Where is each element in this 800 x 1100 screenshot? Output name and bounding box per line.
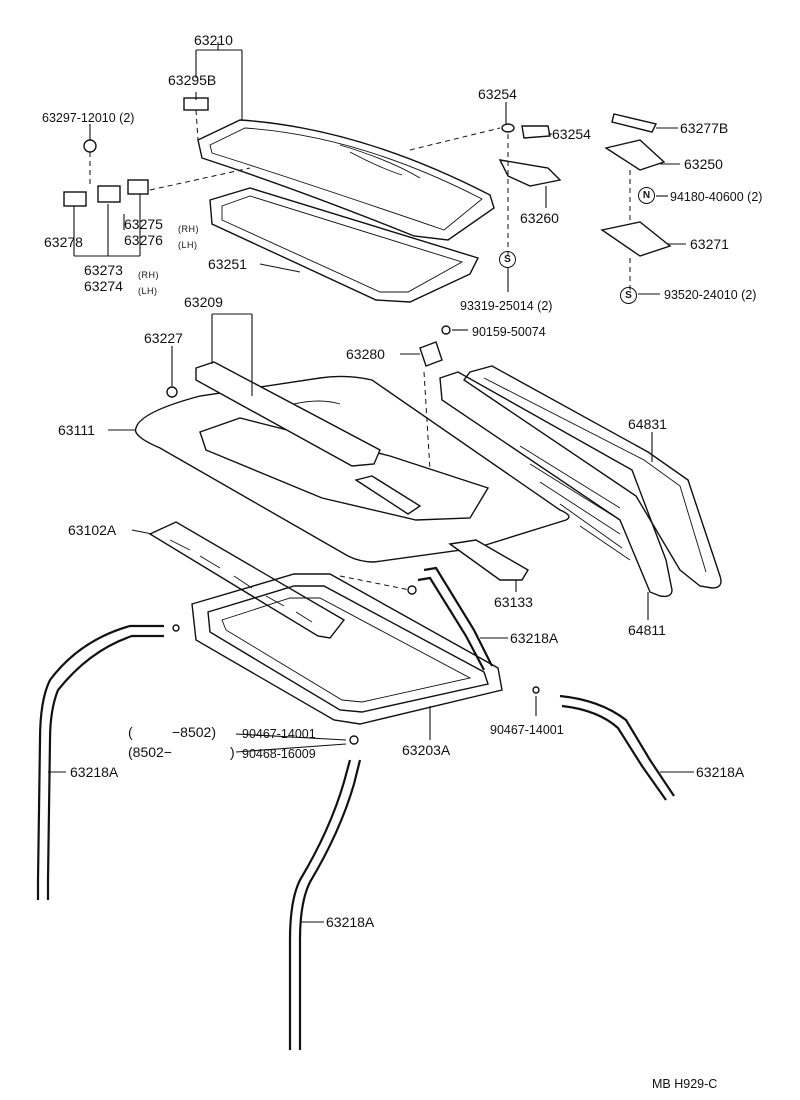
range-1-part: 90467-14001 bbox=[242, 727, 316, 741]
small-parts-left bbox=[63, 97, 209, 207]
front-bracket bbox=[148, 521, 346, 639]
label-63275-side: (RH) bbox=[178, 224, 199, 234]
label-63203a: 63203A bbox=[402, 742, 451, 758]
drain-tubes bbox=[36, 566, 675, 1050]
upper-leader-lines bbox=[89, 109, 631, 290]
label-63210: 63210 bbox=[194, 32, 233, 48]
label-63254-right: 63254 bbox=[552, 126, 591, 142]
sunroof-frame-seal bbox=[209, 187, 479, 303]
label-63260: 63260 bbox=[520, 210, 559, 226]
label-63209: 63209 bbox=[184, 294, 223, 310]
label-63273: 63273 bbox=[84, 262, 123, 278]
range-1-open: ( bbox=[128, 724, 133, 740]
range-2-open: (8502− bbox=[128, 744, 172, 760]
label-63276-side: (LH) bbox=[178, 240, 198, 250]
callout-leaders bbox=[48, 42, 694, 923]
label-93319: 93319-25014 (2) bbox=[460, 299, 553, 313]
symbol-s-2: S bbox=[620, 287, 637, 304]
label-63254-top: 63254 bbox=[478, 86, 517, 102]
label-63277b: 63277B bbox=[680, 120, 729, 136]
label-63218a-left: 63218A bbox=[70, 764, 119, 780]
diagram-code: MB H929-C bbox=[652, 1077, 718, 1091]
label-63274: 63274 bbox=[84, 278, 123, 294]
rear-glass-frame bbox=[439, 371, 673, 598]
label-63274-side: (LH) bbox=[138, 286, 158, 296]
label-90159: 90159-50074 bbox=[472, 325, 546, 339]
symbol-n: N bbox=[638, 187, 655, 204]
rear-glass bbox=[462, 365, 722, 589]
hinge-parts-right bbox=[498, 113, 672, 257]
label-63133: 63133 bbox=[494, 594, 533, 610]
label-63250: 63250 bbox=[684, 156, 723, 172]
label-63218a-right: 63218A bbox=[696, 764, 745, 780]
label-64811: 64811 bbox=[628, 622, 666, 638]
label-90467-right: 90467-14001 bbox=[490, 723, 564, 737]
label-63278: 63278 bbox=[44, 234, 83, 250]
symbol-s-1: S bbox=[499, 251, 516, 268]
label-63271: 63271 bbox=[690, 236, 729, 252]
label-63280: 63280 bbox=[346, 346, 385, 362]
label-63275: 63275 bbox=[124, 216, 163, 232]
label-63227: 63227 bbox=[144, 330, 183, 346]
lower-frame bbox=[191, 573, 503, 725]
label-63111: 63111 bbox=[58, 422, 95, 438]
label-63273-side: (RH) bbox=[138, 270, 159, 280]
rear-bracket bbox=[448, 539, 529, 581]
range-2-part: 90468-16009 bbox=[242, 747, 316, 761]
label-64831: 64831 bbox=[628, 416, 667, 432]
label-94180: 94180-40600 (2) bbox=[670, 190, 763, 204]
label-63276: 63276 bbox=[124, 232, 163, 248]
range-2-close: ) bbox=[230, 744, 235, 760]
roof-panel bbox=[134, 375, 570, 563]
sunroof-glass-panel bbox=[197, 119, 495, 241]
label-63218a-bottom: 63218A bbox=[326, 914, 375, 930]
label-63102a: 63102A bbox=[68, 522, 117, 538]
label-63295b: 63295B bbox=[168, 72, 217, 88]
label-93520: 93520-24010 (2) bbox=[664, 288, 757, 302]
label-63218a-center: 63218A bbox=[510, 630, 559, 646]
label-63297: 63297-12010 (2) bbox=[42, 111, 135, 125]
label-63251: 63251 bbox=[208, 256, 247, 272]
range-1-value: −8502) bbox=[172, 724, 216, 740]
header-bracket bbox=[195, 361, 422, 515]
fasteners bbox=[166, 325, 540, 745]
